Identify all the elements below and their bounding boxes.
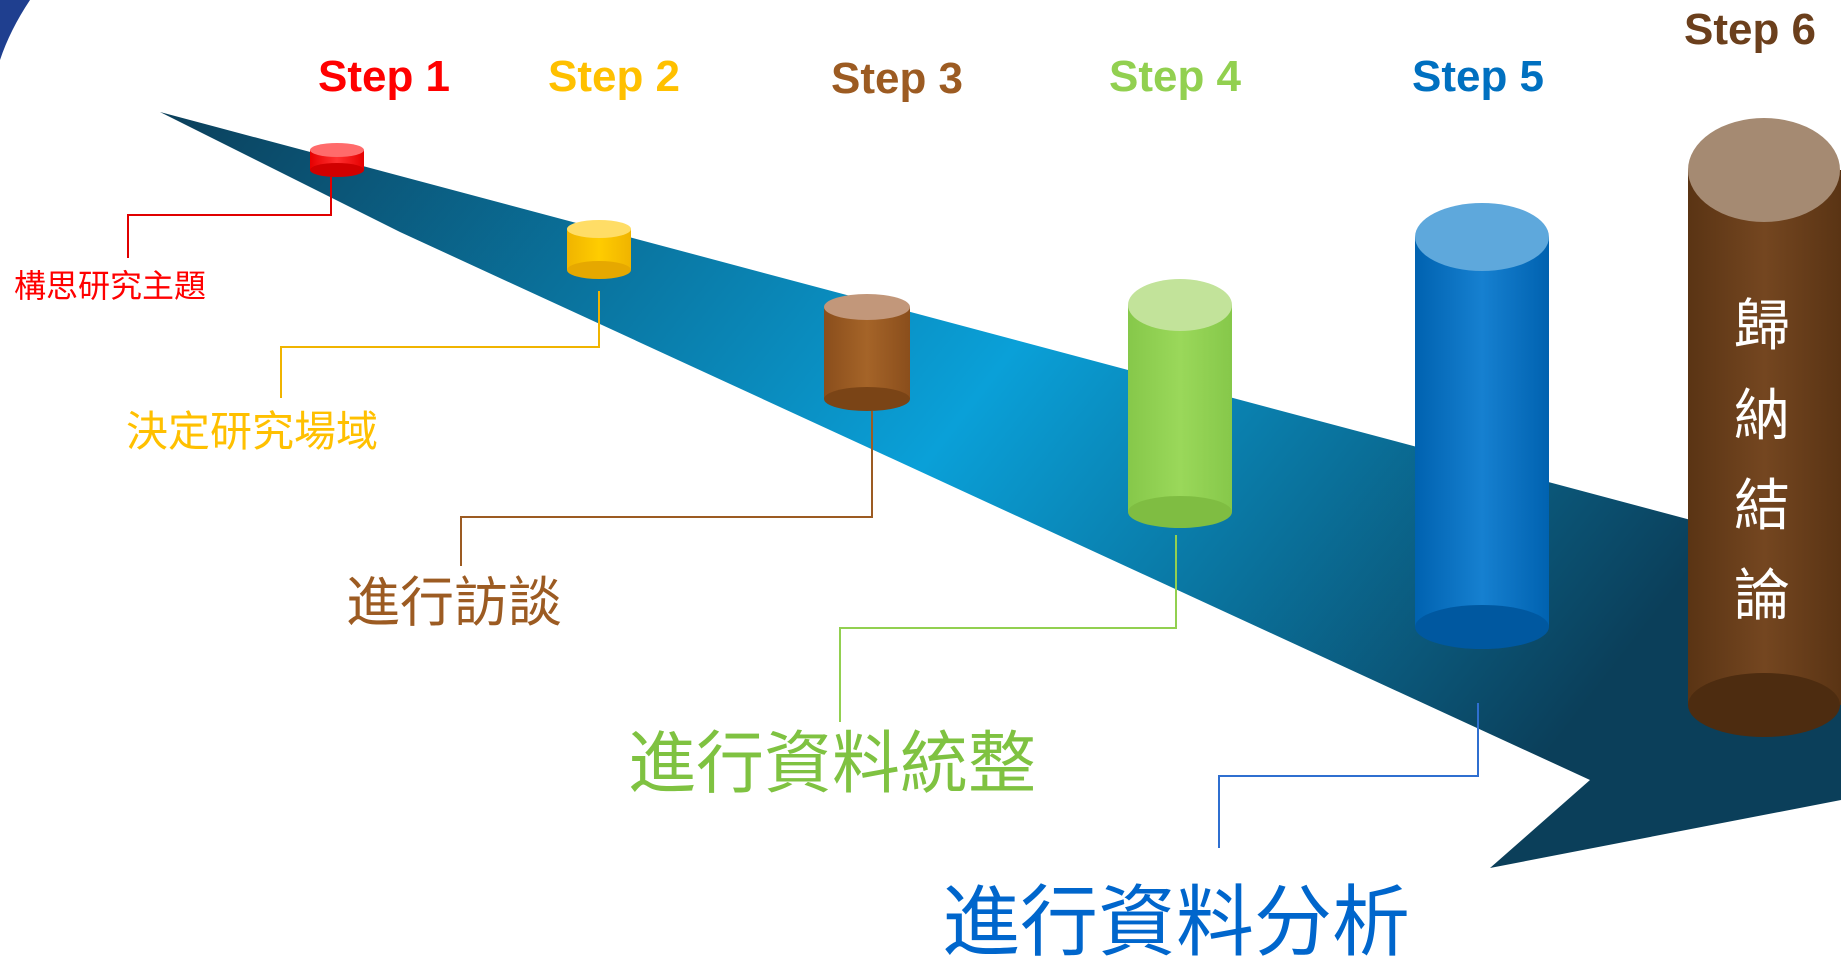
cylinder-step-3 — [824, 294, 910, 411]
step-3-label: Step 3 — [831, 54, 963, 103]
step-2-label: Step 2 — [548, 52, 680, 101]
cylinder-step-5 — [1415, 203, 1549, 649]
step-4-description: 進行資料統整 — [628, 725, 1036, 804]
step-2-description: 決定研究場域 — [126, 407, 378, 456]
connector-step-4 — [839, 535, 1177, 722]
connector-step-3 — [460, 411, 873, 566]
cylinder-step-2 — [567, 220, 631, 279]
step-1-description: 構思研究主題 — [14, 267, 206, 305]
process-arrow — [160, 112, 1841, 868]
cylinder-step-6 — [1688, 118, 1841, 737]
cylinder-step-4 — [1128, 279, 1232, 528]
connector-step-1 — [127, 177, 332, 258]
step-5-description: 進行資料分析 — [942, 878, 1410, 961]
step-6-label: Step 6 — [1684, 5, 1816, 54]
step-1-label: Step 1 — [318, 52, 450, 101]
corner-accent — [0, 0, 30, 60]
step-6-char-4: 論 — [1734, 564, 1790, 629]
cylinder-step-1 — [310, 143, 364, 177]
step-6-char-3: 結 — [1734, 474, 1790, 539]
step-6-char-1: 歸 — [1734, 294, 1790, 359]
step-6-char-2: 納 — [1734, 384, 1790, 449]
connector-step-5 — [1218, 703, 1479, 848]
step-3-description: 進行訪談 — [346, 571, 562, 634]
step-5-label: Step 5 — [1412, 52, 1544, 101]
connector-step-2 — [280, 291, 600, 398]
step-4-label: Step 4 — [1109, 52, 1242, 101]
